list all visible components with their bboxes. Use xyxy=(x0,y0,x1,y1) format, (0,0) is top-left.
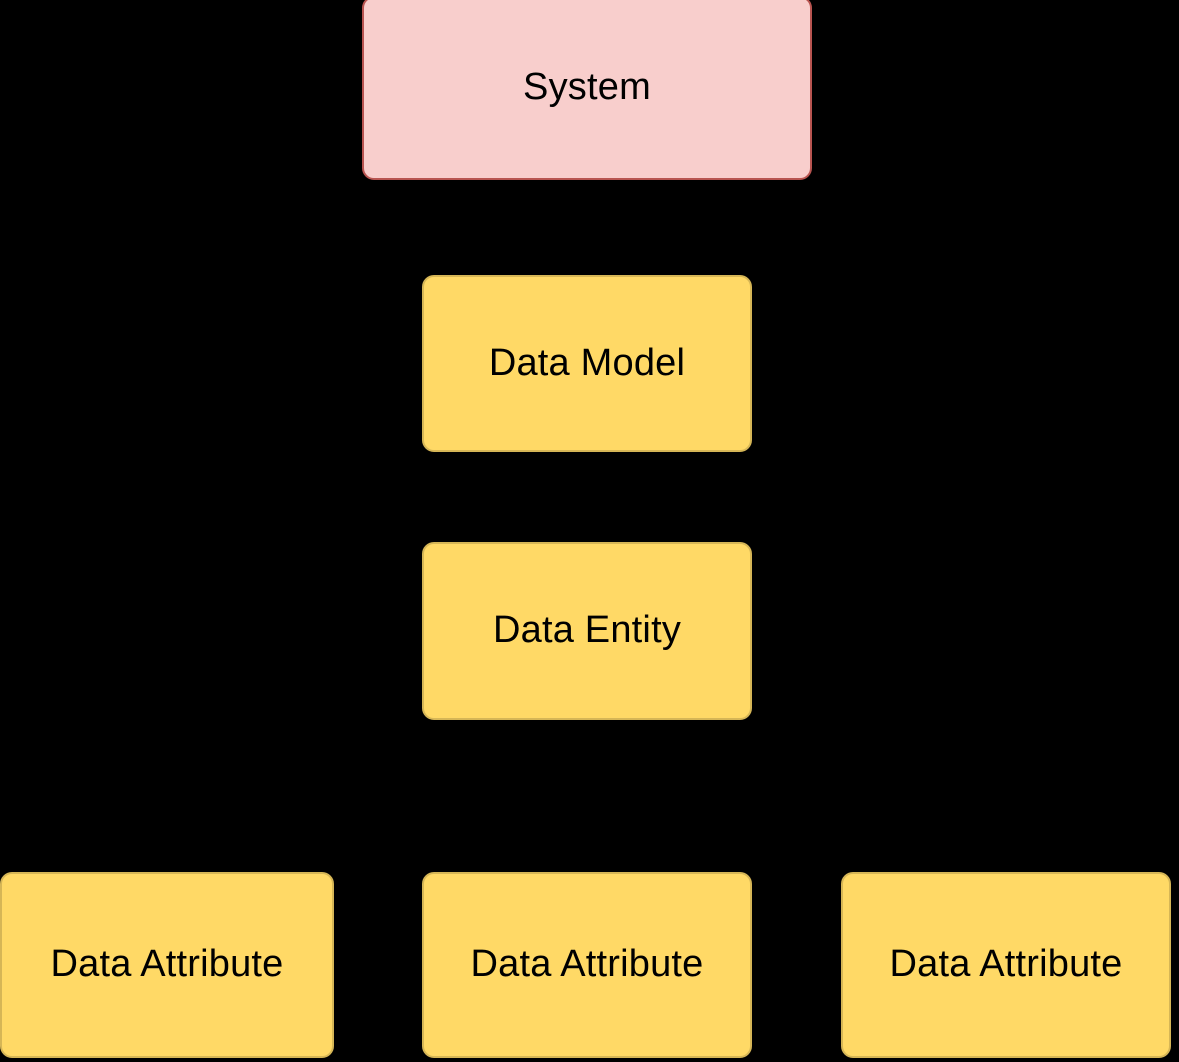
node-data-attribute-1[interactable]: Data Attribute xyxy=(0,872,334,1058)
node-system[interactable]: System xyxy=(362,0,812,180)
edge-system-to-data-model xyxy=(586,180,588,275)
edge-data-model-to-data-entity xyxy=(586,452,588,542)
arrowhead-data-attribute-3-top xyxy=(1000,863,1014,872)
node-data-entity-label: Data Entity xyxy=(492,609,682,652)
node-data-attribute-2[interactable]: Data Attribute xyxy=(422,872,752,1058)
node-data-entity[interactable]: Data Entity xyxy=(422,542,752,720)
edge-branch-data-attribute-2 xyxy=(586,796,588,872)
arrowhead-data-model-top xyxy=(580,266,594,275)
node-data-attribute-2-label: Data Attribute xyxy=(470,943,704,986)
arrowhead-data-entity-top xyxy=(580,533,594,542)
node-data-attribute-3[interactable]: Data Attribute xyxy=(841,872,1171,1058)
node-data-model-label: Data Model xyxy=(488,341,686,384)
node-system-label: System xyxy=(523,66,651,109)
edge-branch-data-attribute-1 xyxy=(166,796,168,872)
arrowhead-data-attribute-2-top xyxy=(580,863,594,872)
node-data-model[interactable]: Data Model xyxy=(422,275,752,452)
edge-data-entity-trunk xyxy=(586,720,588,796)
arrowhead-data-attribute-1-top xyxy=(160,863,174,872)
edge-branch-data-attribute-3 xyxy=(1006,796,1008,872)
node-data-attribute-1-label: Data Attribute xyxy=(50,943,284,986)
node-data-attribute-3-label: Data Attribute xyxy=(889,943,1123,986)
